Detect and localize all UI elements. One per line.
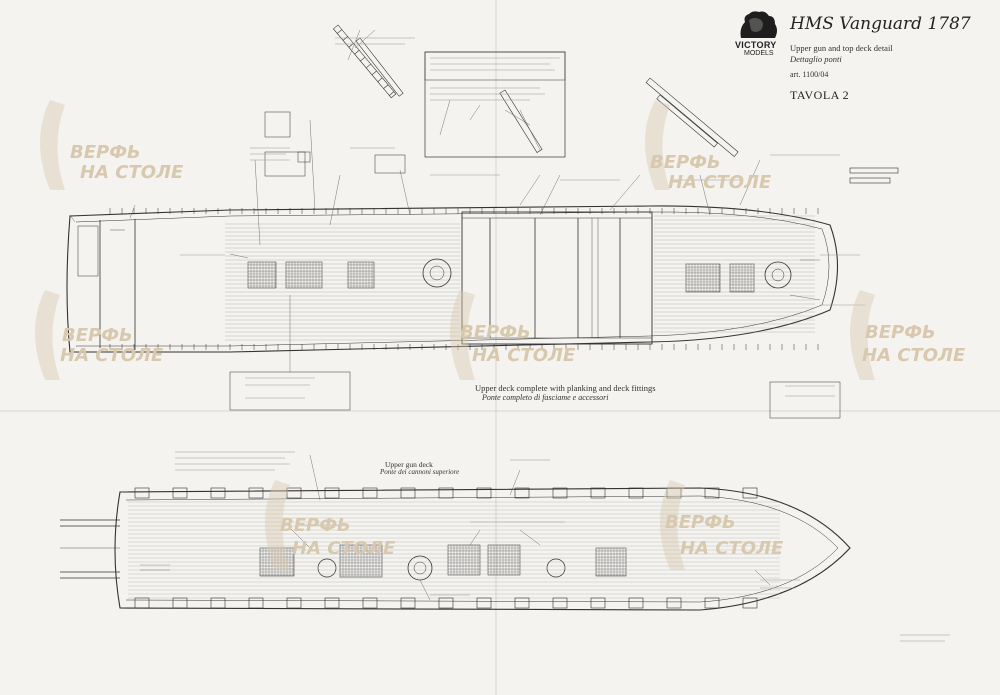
watermark-logo: [30, 95, 200, 195]
upper-deck-caption: Upper deck complete with planking and de…: [475, 383, 656, 393]
watermark-ship-icon: [450, 290, 475, 380]
watermark-logo: [255, 475, 425, 575]
watermark-line1: ВЕРФЬ: [650, 152, 721, 173]
upper-gun-deck-plan: [60, 487, 851, 611]
sheet-number: TAVOLA 2: [790, 88, 850, 102]
ship-title: HMS Vanguard 1787: [790, 14, 971, 34]
upper-deck-plan: [66, 205, 839, 353]
watermark-line1: ВЕРФЬ: [865, 322, 936, 343]
gun-deck-caption-italian: Ponte dei cannoni superiore: [380, 468, 460, 476]
fold-line-horizontal: [0, 410, 1000, 412]
watermark-line2: НА СТОЛЕ: [60, 345, 164, 366]
watermark-line2: НА СТОЛЕ: [680, 538, 784, 559]
watermark-ship-icon: [265, 480, 290, 570]
watermark-line2: НА СТОЛЕ: [668, 172, 772, 193]
watermark-line1: ВЕРФЬ: [280, 515, 351, 536]
watermark-line2: НА СТОЛЕ: [862, 345, 966, 366]
watermark-logo: [635, 95, 805, 195]
watermark-line2: НА СТОЛЕ: [292, 538, 396, 559]
fold-line-vertical: [495, 0, 497, 695]
watermark-logo: [30, 285, 200, 385]
watermark-logo: [650, 475, 820, 575]
gun-deck-caption: Upper gun deck: [385, 460, 433, 469]
watermark-line1: ВЕРФЬ: [62, 325, 133, 346]
rail-strips: [332, 24, 899, 184]
logo-sub: MODELS: [744, 50, 774, 57]
watermark-ship-icon: [40, 100, 65, 190]
subtitle-italian: Dettaglio ponti: [790, 54, 842, 64]
watermark-ship-icon: [35, 290, 60, 380]
victory-models-logo: VICTORY MODELS: [735, 8, 785, 68]
figurehead-logo-icon: [740, 11, 777, 39]
watermark-ship-icon: [660, 480, 685, 570]
watermark-line1: ВЕРФЬ: [665, 512, 736, 533]
subtitle-english: Upper gun and top deck detail: [790, 43, 893, 53]
watermark-line1: ВЕРФЬ: [70, 142, 141, 163]
watermark-logo: [440, 285, 610, 385]
watermark-line2: НА СТОЛЕ: [472, 345, 576, 366]
watermark-line1: ВЕРФЬ: [460, 322, 531, 343]
upper-deck-caption-italian: Ponte completo di fasciame e accessori: [482, 393, 609, 402]
article-number: art. 1100/04: [790, 70, 829, 79]
logo-brand: VICTORY: [735, 40, 777, 50]
watermark-logo: [840, 285, 1000, 385]
watermark-line2: НА СТОЛЕ: [80, 162, 184, 183]
watermark-ship-icon: [645, 100, 670, 190]
watermark-ship-icon: [850, 290, 875, 380]
